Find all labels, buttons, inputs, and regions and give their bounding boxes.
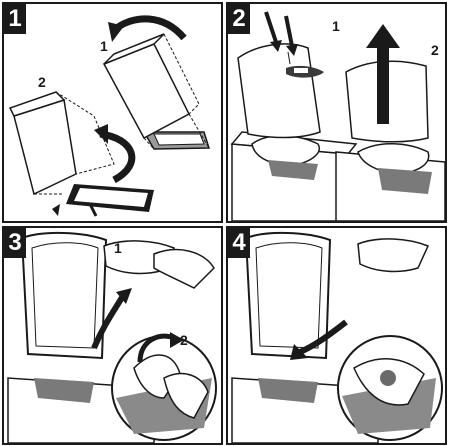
step-1-panel: 1 1 2	[2, 2, 223, 223]
filter-bag-left	[238, 44, 320, 138]
step-1-sublabel-1: 1	[100, 38, 108, 54]
filter-holder	[358, 239, 428, 272]
rotate-arrow-top-icon	[114, 19, 184, 38]
step-1-number: 1	[4, 4, 26, 34]
step-4-panel: 4	[226, 226, 447, 445]
washer-lid-open	[22, 233, 106, 358]
step-1-sublabel-2: 2	[38, 74, 46, 90]
step-3-panel: 3 1 2	[2, 226, 223, 445]
step-2-sublabel-1: 1	[332, 18, 340, 34]
lid-box-2	[14, 100, 76, 194]
step-3-sublabel-2: 2	[180, 332, 188, 348]
step-1-illustration	[4, 4, 221, 221]
step-2-illustration	[228, 4, 445, 221]
push-arrow-a-icon	[266, 12, 276, 42]
rotate-arrow-bottom-head-icon	[94, 124, 108, 144]
push-arrow-b-icon	[286, 16, 292, 46]
step-3-number: 3	[4, 228, 26, 258]
step-2-sublabel-2: 2	[431, 42, 439, 58]
step-3-sublabel-1: 1	[114, 240, 122, 256]
step-2-number: 2	[228, 4, 250, 34]
step-3-illustration	[4, 228, 221, 443]
step-4-number: 4	[228, 228, 250, 258]
step-4-illustration	[228, 228, 445, 443]
step-2-panel: 2 1 2	[226, 2, 447, 223]
drum-mesh-right	[378, 168, 432, 194]
